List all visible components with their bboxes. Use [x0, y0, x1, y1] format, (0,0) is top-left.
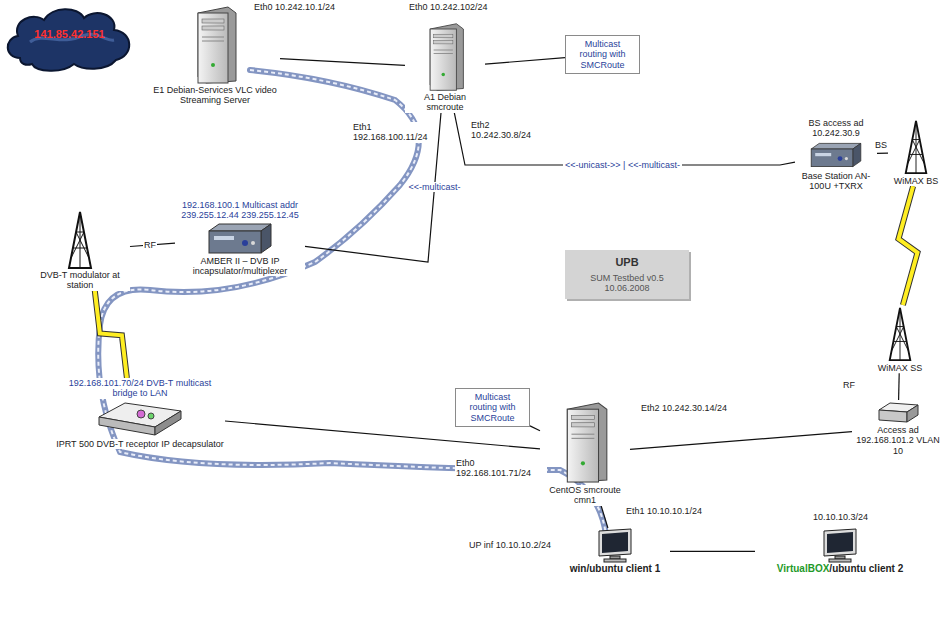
interface-label: Eth1 10.10.10.1/24 [625, 506, 703, 516]
node-text: 141.85.42.151 [33, 28, 105, 41]
node-text: Base Station AN-100U +TXRX [795, 171, 877, 192]
node-text: SUM Testbed v0.5 10.06.2008 [569, 273, 685, 294]
antenna-icon [888, 118, 944, 176]
node-text: Access ad 192.168.101.2 VLAN 10 [852, 425, 944, 456]
node-text: BS access ad 10.242.30.9 [795, 118, 877, 139]
server-node: CentOS smcroute cmn1 [540, 400, 630, 506]
antenna-node: WiMAX BS [888, 118, 944, 186]
small-node: Access ad 192.168.101.2 VLAN 10 [852, 400, 944, 456]
monitor-icon [560, 528, 670, 563]
interface-label: Eth0 192.168.101.71/24 [455, 458, 547, 479]
edge-label: <<-unicast->> | <<-multicast- [563, 160, 682, 170]
note-box: Multicast routing with SMCRoute [455, 388, 530, 427]
antenna-node: DVB-T modulator at station [30, 210, 130, 291]
node-text: VirtualBOX [777, 563, 830, 575]
node-text: UPB [569, 256, 685, 269]
server-icon [150, 5, 280, 85]
node-text: Multicast routing with SMCRoute [459, 392, 526, 423]
cable-link [601, 506, 608, 528]
monitor-icon [755, 528, 925, 563]
node-text: E1 Debian-Services VLC video Streaming S… [150, 85, 280, 106]
small-icon [852, 400, 944, 425]
interface-label: Eth0 10.242.10.1/24 [253, 2, 336, 12]
box-node: 192.168.100.1 Multicast addr 239.255.12.… [175, 200, 305, 276]
node-text: DVB-T modulator at station [30, 270, 130, 291]
radio-link [899, 186, 918, 305]
interface-label: RF [842, 380, 856, 390]
server-icon [540, 400, 630, 485]
antenna-icon [30, 210, 130, 270]
note-box: UPB SUM Testbed v0.5 10.06.2008 [565, 250, 689, 299]
node-text: 192.168.100.1 Multicast addr 239.255.12.… [175, 200, 305, 221]
internet-cloud: 141.85.42.151 [2, 2, 137, 74]
cable-link [877, 153, 888, 154]
cable-link [670, 551, 755, 552]
node-text: 192.168.101.70/24 DVB-T multicast bridge… [55, 378, 225, 399]
node-text: IPRT 500 DVB-T receptor IP decapsulator [55, 439, 224, 449]
interface-label: Eth2 10.242.30.14/24 [640, 403, 728, 413]
server-node: E1 Debian-Services VLC video Streaming S… [150, 5, 280, 106]
cable-link [280, 59, 405, 66]
server-icon [405, 22, 485, 92]
interface-label: 10.10.10.3/24 [812, 512, 869, 522]
cable-link [530, 426, 540, 431]
server-node: A1 Debian smcroute [405, 22, 485, 113]
antenna-icon [865, 305, 935, 363]
interface-label: Eth2 10.242.30.8/24 [470, 120, 552, 141]
edge-label: <<-multicast- [407, 182, 463, 192]
node-text: CentOS smcroute cmn1 [540, 485, 630, 506]
monitor-node: win/ubuntu client 1 [560, 528, 670, 575]
node-text: win/ubuntu client 1 [569, 563, 662, 575]
router-icon [55, 399, 225, 439]
node-text: WiMAX SS [877, 363, 924, 373]
radio-link [95, 291, 127, 378]
box-icon [175, 221, 305, 256]
box-node: BS access ad 10.242.30.9Base Station AN-… [795, 118, 877, 191]
node-text: /ubuntu client 2 [829, 563, 903, 575]
interface-label: BS [874, 140, 888, 150]
node-text: WiMAX BS [893, 176, 940, 186]
cable-link [630, 432, 852, 450]
cable-link [898, 373, 900, 400]
interface-label: RF [143, 240, 157, 250]
box-icon [795, 139, 877, 171]
router-node: 192.168.101.70/24 DVB-T multicast bridge… [55, 378, 225, 449]
node-text: Multicast routing with SMCRoute [569, 39, 636, 70]
node-text: A1 Debian smcroute [405, 92, 485, 113]
cable-link [454, 113, 795, 165]
note-box: Multicast routing with SMCRoute [565, 35, 640, 74]
antenna-node: WiMAX SS [865, 305, 935, 373]
node-text: AMBER II – DVB IP incapsulator/multiplex… [175, 256, 305, 277]
interface-label: Eth0 10.242.102/24 [408, 2, 489, 12]
cable-link [485, 58, 565, 65]
interface-label: UP inf 10.10.10.2/24 [468, 540, 552, 550]
monitor-node: VirtualBOX/ubuntu client 2 [755, 528, 925, 575]
interface-label: Eth1 192.168.100.11/24 [352, 122, 434, 143]
